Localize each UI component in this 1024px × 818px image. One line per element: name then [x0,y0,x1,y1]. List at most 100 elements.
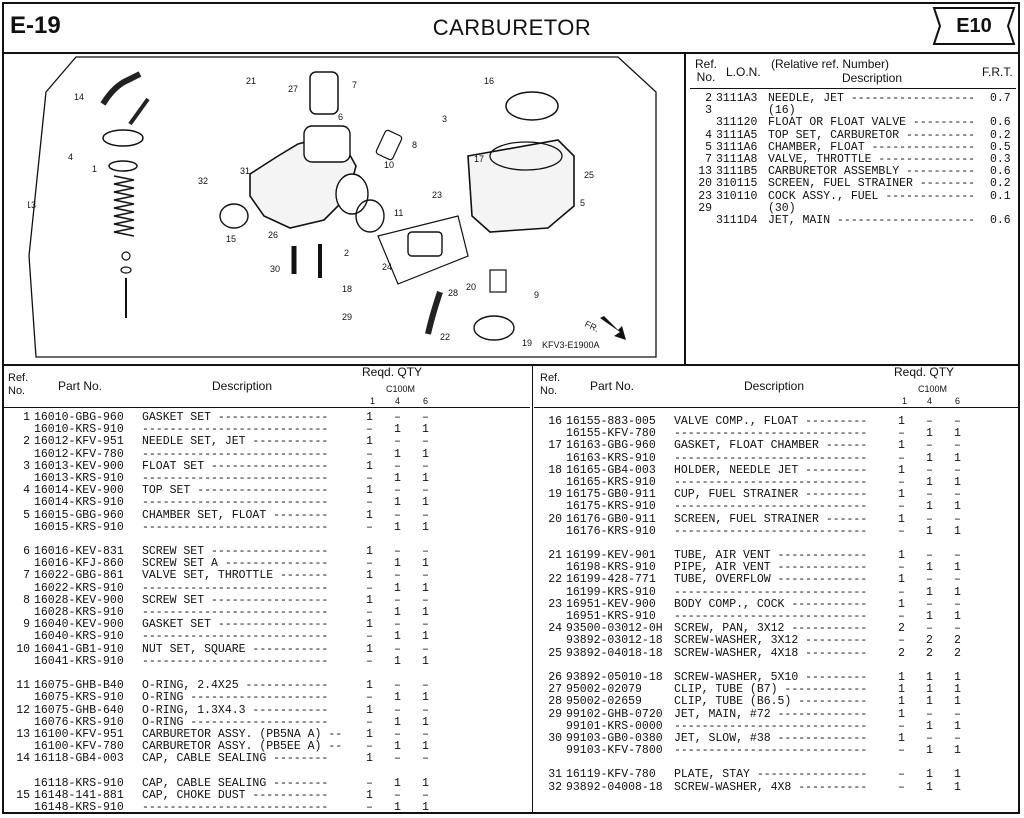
qty-col-4: 1 [926,585,933,599]
qty-col-4: – [926,622,933,636]
part-number: 16118-KRS-910 [34,776,124,790]
qty-col-6: 1 [954,695,961,709]
qty-col-4: – [394,569,401,583]
qty-col-1: 2 [898,622,905,636]
part-description: SCREW-WASHER, 3X12 --------- [674,634,868,648]
callout-16: 16 [484,76,494,86]
part-description: --------------------------- [142,606,329,619]
top-gasket-shape [108,160,138,172]
qty-col-6: – [954,488,961,502]
callout-11: 11 [394,208,403,218]
part-number: 16163-GBG-960 [566,439,656,453]
callout-6: 6 [338,112,343,122]
qty-col-6: – [422,618,429,632]
qty-col-1: 1 [366,459,373,473]
part-description: --------------------------- [142,801,329,814]
qty-col-6: – [954,463,961,477]
qty-col-1: 1 [898,695,905,709]
part-number: 16040-KEV-900 [34,618,124,632]
part-ref: 26 [548,670,562,684]
ref-list-ref: 4 [705,128,712,142]
part-description: ---------------------------- [674,610,868,623]
needle-retainer-shape [120,266,132,274]
qty-col-4: – [926,573,933,587]
qty-col-1: 1 [366,569,373,583]
qty-col-6: 1 [422,423,429,437]
left-header-rule [4,407,530,408]
part-number: 93500-03012-0H [566,622,663,636]
part-ref: 15 [16,788,30,802]
ref-list-frt: 0.2 [990,177,1011,191]
qty-col-4: – [926,512,933,526]
qty-col-6: – [954,622,961,636]
qty-col-1: 1 [366,508,373,522]
parts-row: 16199-KRS-910---------------------------… [536,585,1018,599]
qty-col-4: – [394,788,401,802]
qty-col-6: – [954,573,961,587]
part-description: O-RING -------------------- [142,715,329,729]
ref-list-lon: 3111A3 [716,92,758,105]
qty-col-4: – [926,463,933,477]
qty-col-6: – [422,727,429,741]
part-ref: 16 [548,415,562,428]
qty-col-4: 1 [394,557,401,571]
part-ref: 23 [548,597,562,611]
qty-col-1: – [366,471,373,485]
part-description: --------------------------- [142,520,329,534]
callout-21: 21 [246,76,256,86]
left-part-no-header: Part No. [58,379,103,393]
part-description: FLOAT SET ----------------- [142,459,329,473]
part-number: 16100-KFV-780 [34,740,124,754]
part-description: SCREW-WASHER, 4X8 ---------- [674,780,868,794]
parts-row: 16163-KRS-910---------------------------… [536,452,1018,465]
qty-col-6: 1 [422,520,429,534]
part-description: SCREW-WASHER, 4X18 --------- [674,646,868,660]
qty-col-6: – [954,512,961,526]
ref-list-frt: 0.2 [990,128,1011,142]
overflow-tube-shape [425,291,443,335]
qty-col-4: 1 [926,719,933,733]
qty-col-4: 1 [394,471,401,485]
part-number: 16119-KFV-780 [566,768,656,782]
qty-col-6: – [422,752,429,766]
ref-list-description: CHAMBER, FLOAT --------------- [768,140,976,154]
qty-col-1: – [366,557,373,571]
part-description: ---------------------------- [674,524,868,538]
part-ref: 20 [548,512,562,526]
part-number: 16014-KEV-900 [34,484,124,498]
part-number: 16016-KEV-831 [34,545,124,559]
qty-col-4: 1 [394,447,401,461]
qty-col-6: 1 [954,561,961,575]
qty-col-4: – [394,435,401,449]
right-col6-header: 6 [955,396,961,406]
qty-col-4: 1 [926,683,933,697]
part-number: 16118-GB4-003 [34,752,124,766]
qty-col-4: 1 [926,768,933,782]
qty-col-1: 1 [898,549,905,563]
ref-list-description: NEEDLE, JET ------------------ [768,92,976,105]
qty-col-6: 1 [422,630,429,644]
throttle-valve-shape [309,71,339,115]
ref-list-ref: 7 [705,152,712,166]
qty-col-4: – [926,707,933,721]
part-number: 16176-GB0-911 [566,512,656,526]
page-number: E-19 [10,12,61,39]
parts-row [4,765,530,777]
left-ref-header: Ref.No. [8,372,29,397]
parts-row: 16951-KRS-910---------------------------… [536,610,1018,623]
left-col6-header: 6 [423,396,429,406]
part-description: SCREW SET ----------------- [142,593,329,607]
qty-col-6: – [422,484,429,498]
ref-list-frt: 0.6 [990,213,1011,227]
qty-col-1: – [898,475,905,489]
